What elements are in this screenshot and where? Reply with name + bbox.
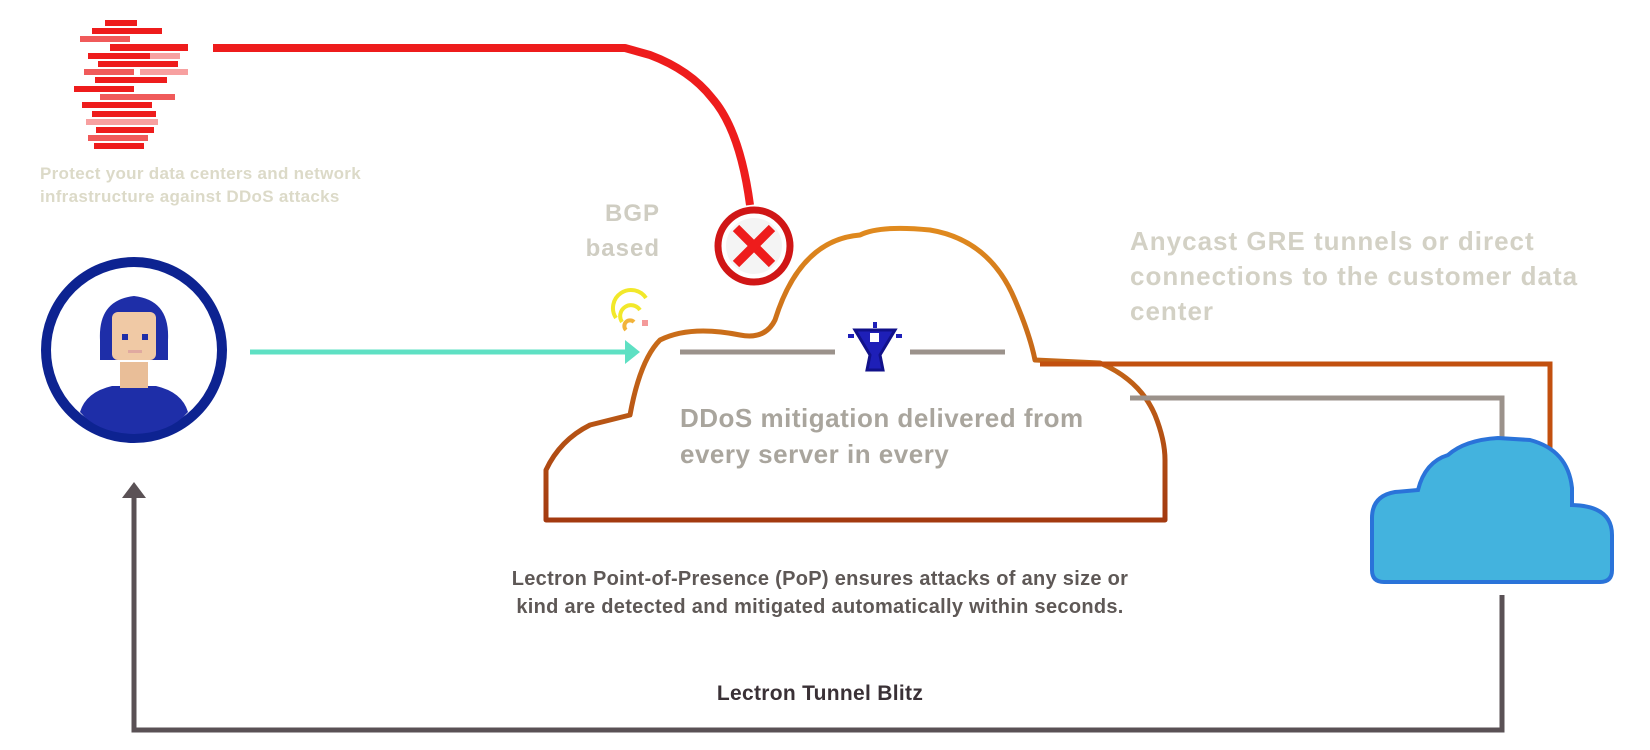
direct-connection-path xyxy=(1130,395,1505,440)
anycast-label: Anycast GRE tunnels or direct connection… xyxy=(1130,226,1579,326)
return-path xyxy=(131,495,1505,733)
pop-cloud xyxy=(543,225,1168,523)
blocked-x-icon xyxy=(714,206,794,286)
product-name: Lectron Tunnel Blitz xyxy=(716,682,924,705)
pop-description: Lectron Point-of-Presence (PoP) ensures … xyxy=(511,568,1129,618)
gre-tunnel-path xyxy=(1040,361,1553,455)
intro-text: Protect your data centers and network in… xyxy=(40,164,361,206)
server-pop-icon xyxy=(848,322,902,372)
clean-traffic-arrow xyxy=(250,340,640,364)
return-arrow-head xyxy=(122,482,146,498)
attack-path xyxy=(213,44,754,206)
bgp-label: BGP based xyxy=(585,200,660,262)
signal-icon xyxy=(610,288,648,332)
customer-cloud-icon xyxy=(1370,435,1614,584)
attack-traffic-icon xyxy=(74,20,188,149)
user-avatar-icon xyxy=(41,257,227,443)
mitigation-label: DDoS mitigation delivered from every ser… xyxy=(680,403,1084,469)
